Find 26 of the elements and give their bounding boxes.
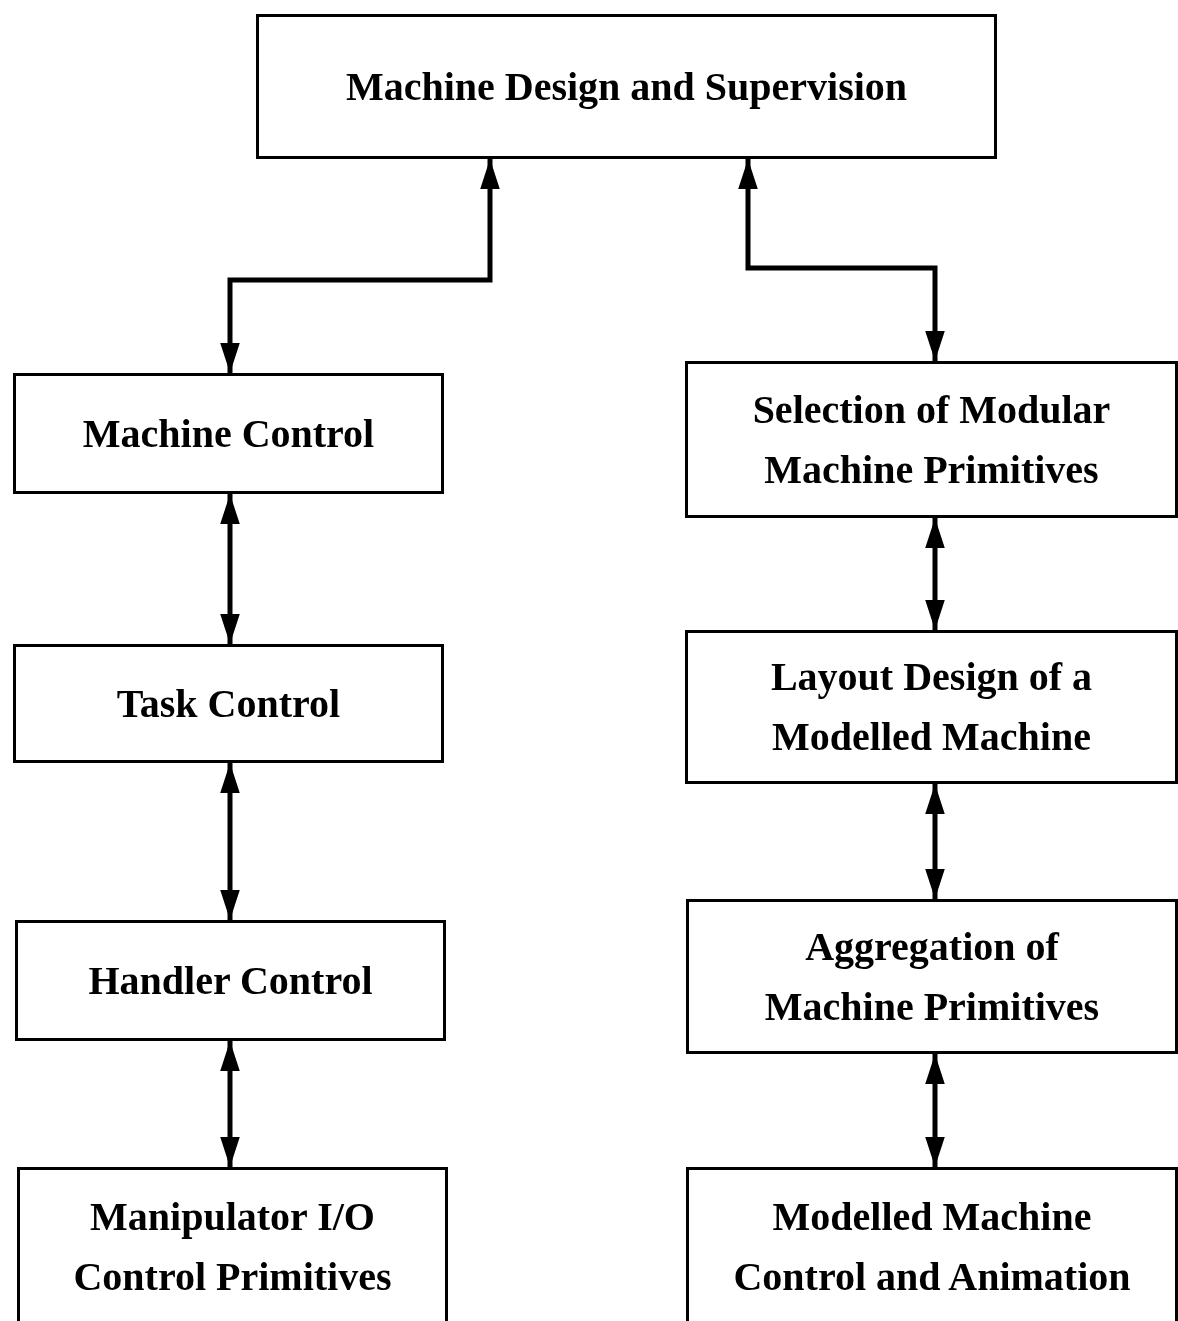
box-label: Machine Control bbox=[82, 409, 375, 458]
box-label: Layout Design of a Modelled Machine bbox=[769, 653, 1094, 761]
box-label: Selection of Modular Machine Primitives bbox=[751, 385, 1112, 494]
process-box bbox=[13, 373, 444, 494]
process-box bbox=[686, 1167, 1178, 1321]
double-arrow bbox=[925, 518, 945, 630]
box-label: Aggregation of Machine Primitives bbox=[763, 922, 1101, 1031]
box-label: Machine Design and Supervision bbox=[345, 62, 908, 111]
double-arrow bbox=[220, 1041, 240, 1167]
double-arrow bbox=[925, 784, 945, 899]
double-arrow bbox=[925, 1054, 945, 1167]
box-label: Manipulator I/O Control Primitives bbox=[72, 1193, 393, 1301]
process-box bbox=[686, 899, 1178, 1054]
box-label: Modelled Machine Control and Animation bbox=[732, 1193, 1132, 1301]
process-box bbox=[685, 630, 1178, 784]
process-box bbox=[685, 361, 1178, 518]
double-arrow bbox=[220, 159, 500, 373]
double-arrow bbox=[738, 159, 945, 361]
box-label: Task Control bbox=[116, 679, 341, 728]
double-arrow bbox=[220, 494, 240, 644]
process-box bbox=[13, 644, 444, 763]
process-box bbox=[15, 920, 446, 1041]
box-label: Handler Control bbox=[88, 956, 373, 1005]
process-box bbox=[256, 14, 997, 159]
double-arrow bbox=[220, 763, 240, 920]
process-box bbox=[17, 1167, 448, 1321]
